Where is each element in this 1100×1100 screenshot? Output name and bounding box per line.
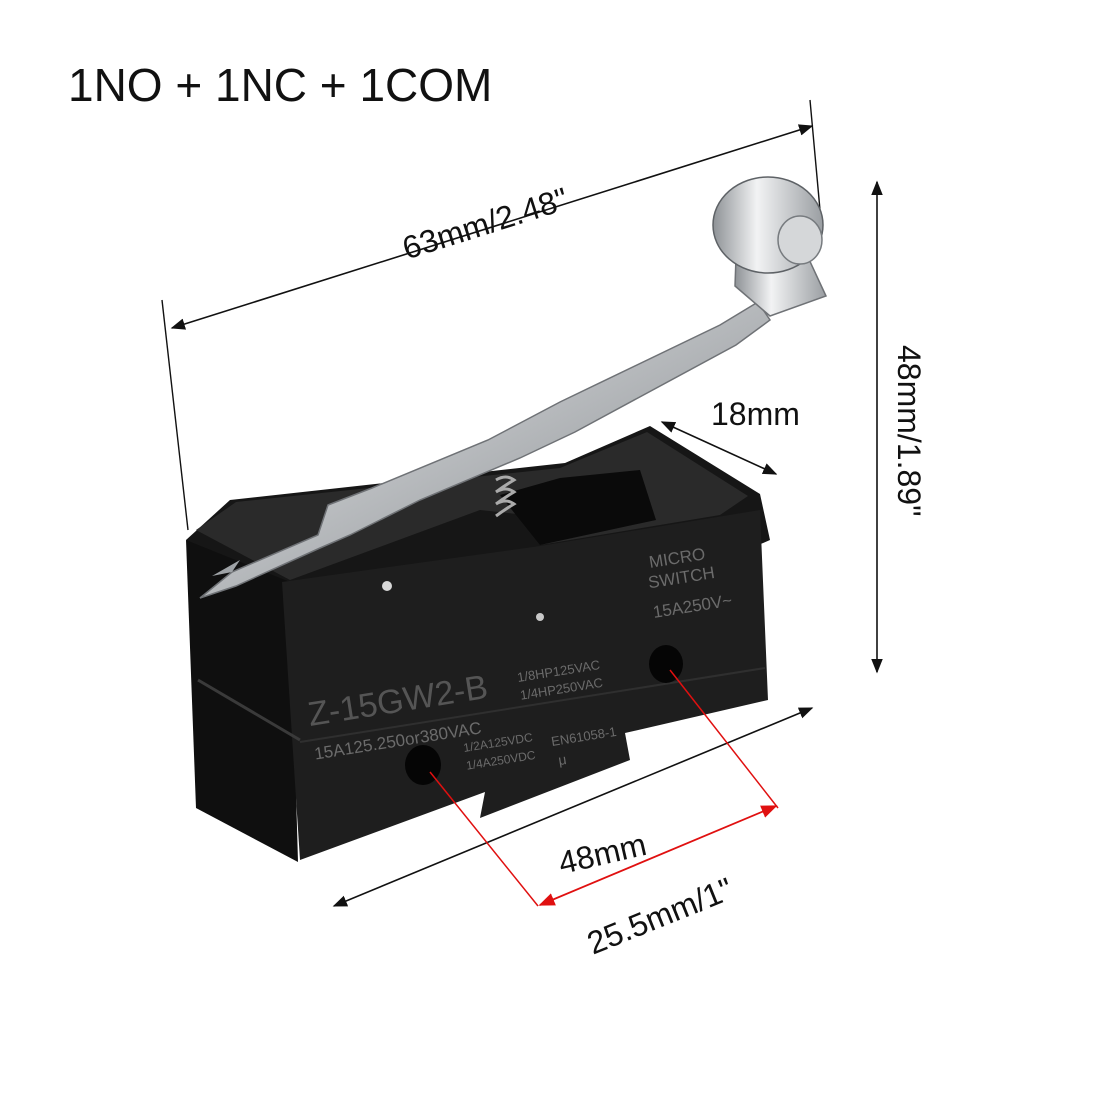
- rivet-lower: [536, 613, 544, 621]
- height-label: 48mm/1.89": [891, 345, 927, 517]
- body-seam-front: [299, 667, 766, 743]
- length-dimension-line: [161, 99, 821, 531]
- lever-spring: [495, 475, 517, 518]
- hole-spacing-dimension-line: [429, 669, 779, 907]
- lever-slot: [500, 470, 656, 545]
- body-seam: [197, 678, 301, 742]
- switch-top-face: [196, 432, 748, 580]
- switch-left-face: [186, 540, 298, 862]
- depth-dimension-line: [660, 421, 778, 475]
- switch-front-face: [282, 510, 768, 860]
- marking-mu: μ: [557, 751, 567, 768]
- mounting-hole-right: [649, 645, 683, 683]
- rivet-upper: [382, 581, 392, 591]
- roller-lever: [199, 176, 828, 599]
- contact-config-title: 1NO + 1NC + 1COM: [68, 59, 493, 111]
- depth-label: 18mm: [711, 396, 800, 432]
